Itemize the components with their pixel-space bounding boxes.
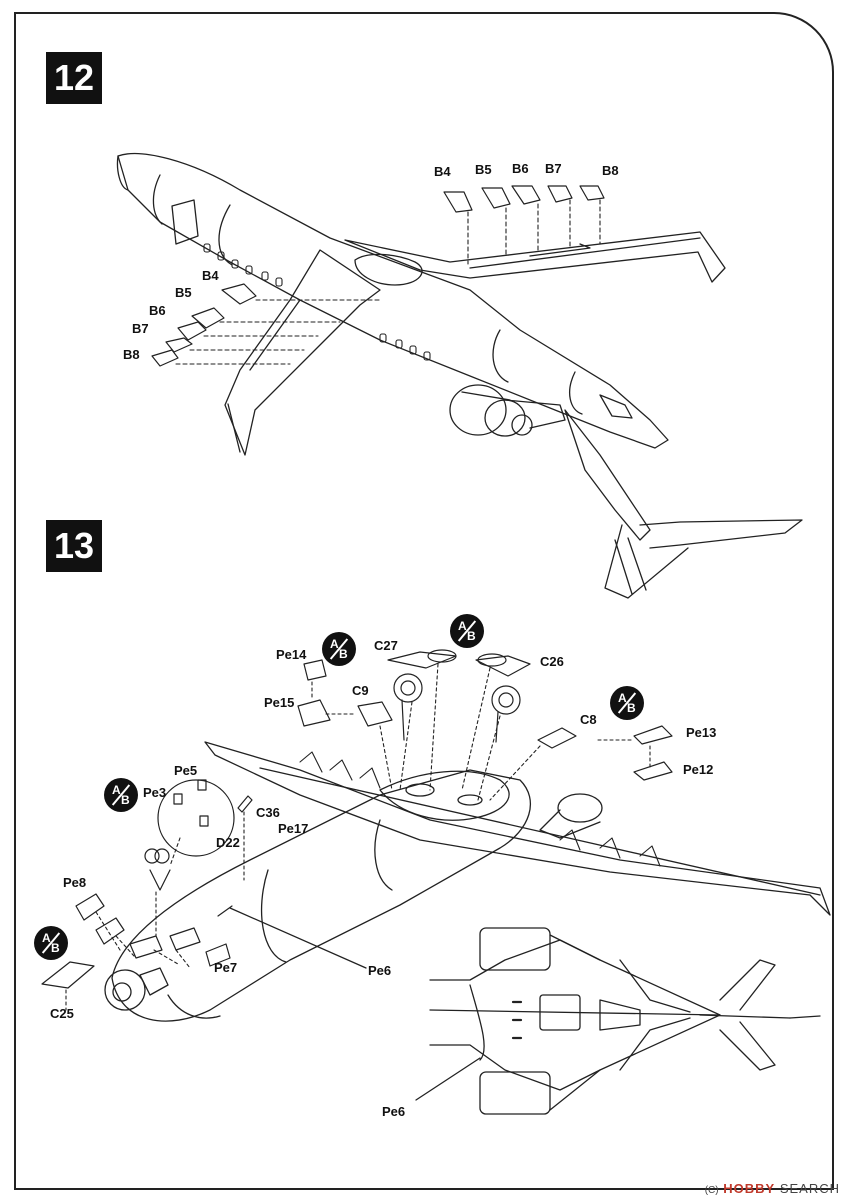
label-b8-top: B8: [602, 163, 619, 178]
ab-badge-a: A: [618, 691, 627, 705]
label-c27: C27: [374, 638, 398, 653]
ab-badge-b: B: [339, 647, 348, 661]
label-d22: D22: [216, 835, 240, 850]
label-b6-top: B6: [512, 161, 529, 176]
ab-badge-a: A: [330, 637, 339, 651]
ab-badge-a: A: [42, 931, 51, 945]
ab-badge-a: A: [458, 619, 467, 633]
label-pe8: Pe8: [63, 875, 87, 890]
label-c8: C8: [580, 712, 597, 727]
label-pe13: Pe13: [686, 725, 717, 740]
label-pe17: Pe17: [278, 821, 309, 836]
label-b4-left: B4: [202, 268, 219, 283]
label-b5-top: B5: [475, 162, 492, 177]
ab-badge-a: A: [112, 783, 121, 797]
step-13-badge: 13: [46, 520, 102, 572]
step13-aircraft: [41, 649, 831, 1115]
step-12-badge: 12: [46, 52, 102, 104]
label-b7-top: B7: [545, 161, 562, 176]
label-pe7: Pe7: [214, 960, 238, 975]
label-b5-left: B5: [175, 285, 192, 300]
label-b8-left: B8: [123, 347, 140, 362]
label-c25: C25: [50, 1006, 74, 1021]
label-pe6-nose: Pe6: [368, 963, 392, 978]
label-pe15: Pe15: [264, 695, 295, 710]
label-pe6-belly: Pe6: [382, 1104, 406, 1119]
label-c26: C26: [540, 654, 564, 669]
watermark: (C) HOBBY SEARCH: [705, 1181, 840, 1196]
ab-badge-b: B: [51, 941, 60, 955]
label-b6-left: B6: [149, 303, 166, 318]
label-pe3: Pe3: [143, 785, 167, 800]
label-c36: C36: [256, 805, 280, 820]
label-c9: C9: [352, 683, 369, 698]
label-pe12: Pe12: [683, 762, 714, 777]
page-frame: [14, 12, 834, 1190]
label-pe14: Pe14: [276, 647, 307, 662]
watermark-brand: HOBBY: [723, 1181, 776, 1196]
ab-badge-b: B: [121, 793, 130, 807]
ab-badge-b: B: [467, 629, 476, 643]
ab-badge-b: B: [627, 701, 636, 715]
label-b7-left: B7: [132, 321, 149, 336]
label-b4-top: B4: [434, 164, 451, 179]
watermark-brand2: SEARCH: [779, 1181, 840, 1196]
step12-aircraft: [116, 153, 803, 599]
watermark-copyright: (C): [704, 1185, 719, 1196]
label-pe5: Pe5: [174, 763, 198, 778]
